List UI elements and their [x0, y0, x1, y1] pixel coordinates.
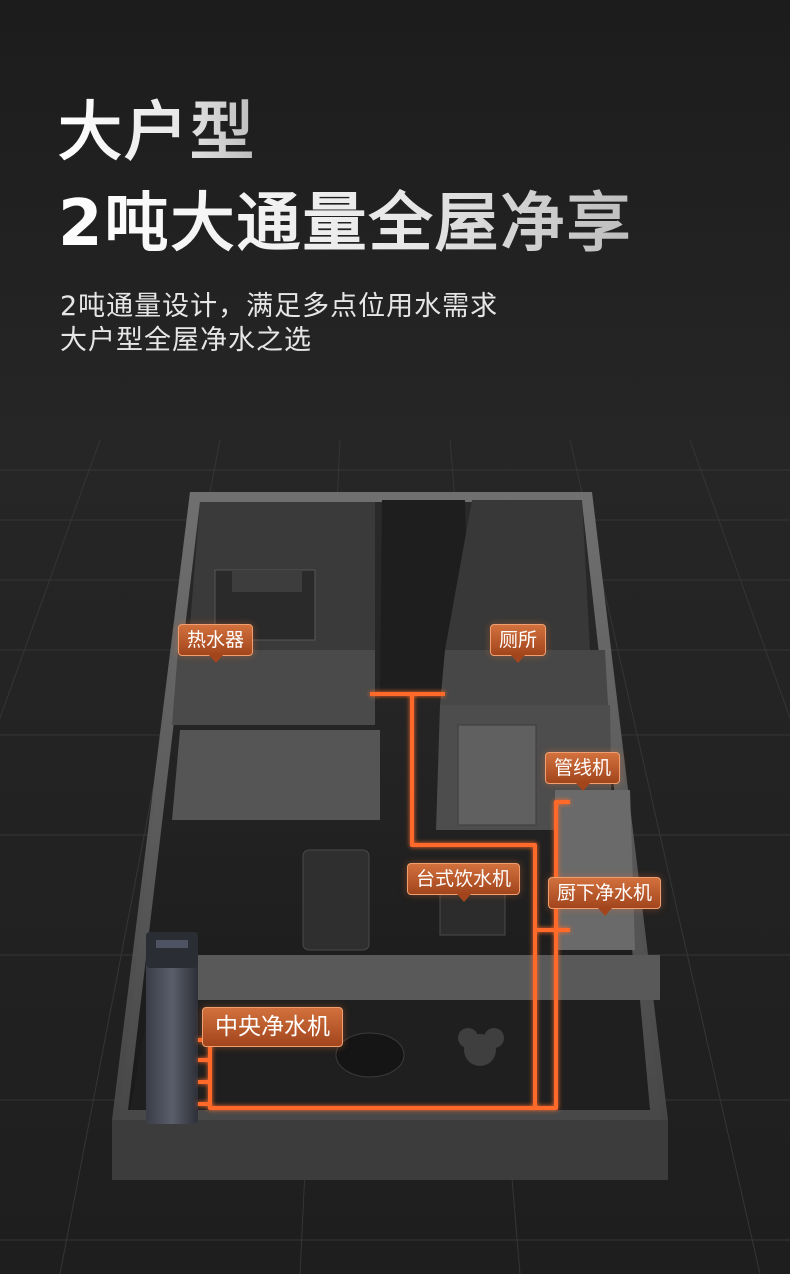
point-label-pipeline-machine: 管线机 — [545, 752, 621, 791]
subtitle-line-1: 2吨通量设计，满足多点位用水需求 — [60, 291, 499, 322]
subtitle-line-2: 大户型全屋净水之选 — [60, 325, 312, 356]
point-label-under-sink-purifier: 厨下净水机 — [548, 877, 662, 916]
heading-line-2: 2吨大通量全屋净享 — [58, 187, 633, 261]
central-purifier-device — [146, 932, 198, 1124]
heading-line-1: 大户型 — [58, 96, 256, 170]
point-label-water-heater: 热水器 — [178, 624, 254, 663]
point-label-toilet: 厕所 — [490, 624, 547, 663]
floor-plan-illustration — [0, 439, 790, 1274]
point-label-desktop-dispenser: 台式饮水机 — [407, 863, 521, 902]
point-label-central-purifier: 中央净水机 — [202, 1007, 343, 1047]
